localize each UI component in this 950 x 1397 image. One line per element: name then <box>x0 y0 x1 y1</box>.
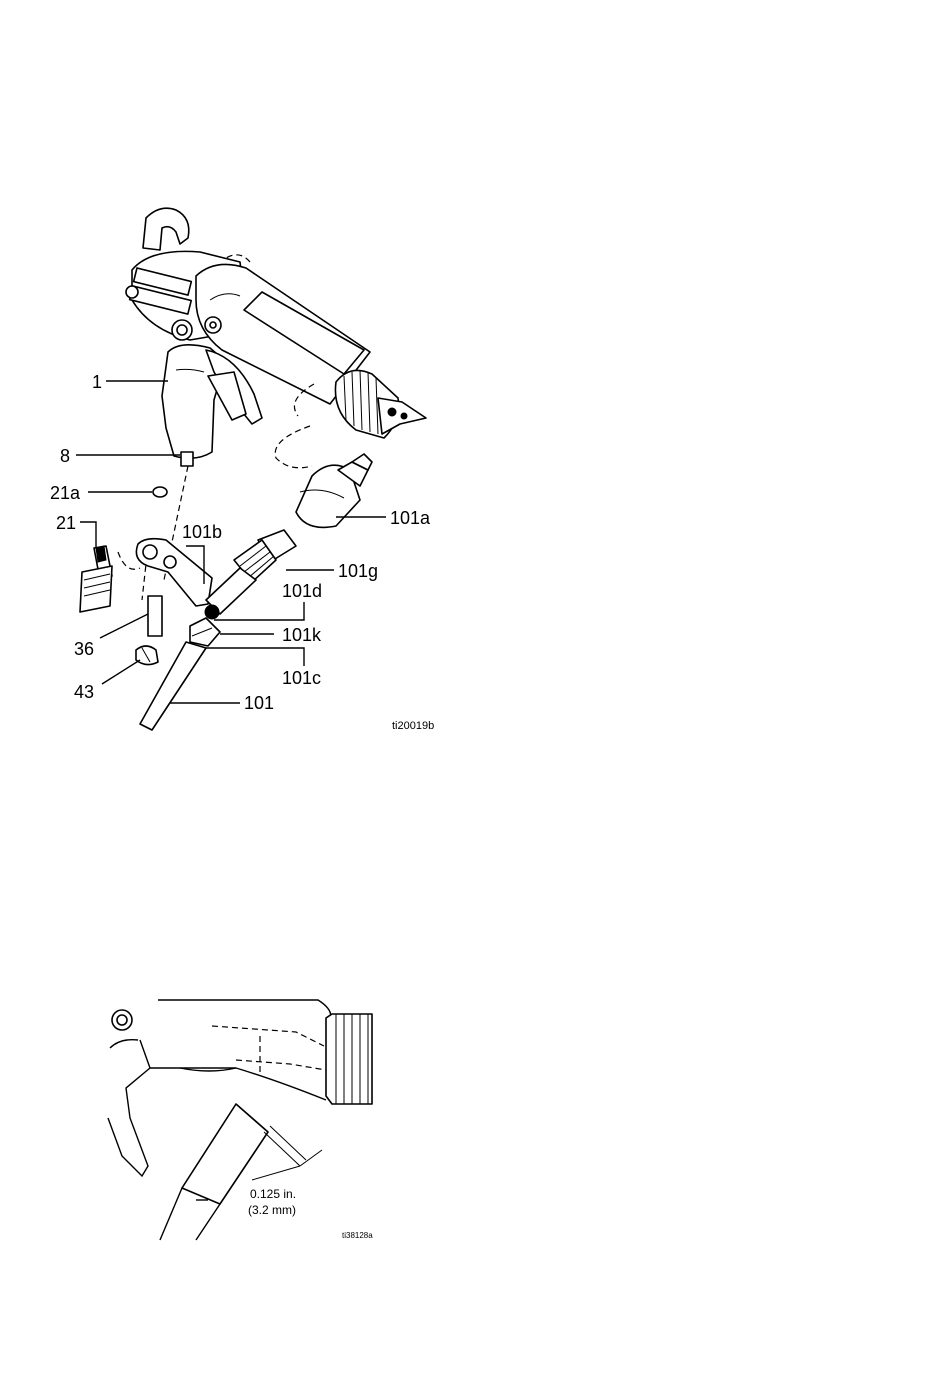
part-21a-o-ring <box>153 487 167 497</box>
dimension-line2: (3.2 mm) <box>248 1203 296 1217</box>
callout-101g: 101g <box>338 561 378 581</box>
dimension-line1: 0.125 in. <box>250 1187 296 1201</box>
callout-101b: 101b <box>182 522 222 542</box>
callout-101c: 101c <box>282 668 321 688</box>
callout-8: 8 <box>60 446 70 466</box>
callout-1: 1 <box>92 372 102 392</box>
part-36-sleeve <box>148 596 162 636</box>
callout-43: 43 <box>74 682 94 702</box>
figure2-reference: ti38128a <box>342 1231 373 1240</box>
closeup-diagram: 0.125 in. (3.2 mm) ti38128a <box>108 1000 373 1240</box>
part-43-cap <box>136 646 158 665</box>
callout-21: 21 <box>56 513 76 533</box>
callout-36: 36 <box>74 639 94 659</box>
part-21-fitting <box>80 546 112 612</box>
leader-lines <box>76 381 386 703</box>
callout-101a: 101a <box>390 508 431 528</box>
callout-21a: 21a <box>50 483 81 503</box>
callout-101k: 101k <box>282 625 322 645</box>
callout-101d: 101d <box>282 581 322 601</box>
part-101g-needle <box>205 530 296 619</box>
figure1-reference: ti20019b <box>392 720 434 732</box>
spray-gun-body <box>126 208 426 466</box>
callout-101: 101 <box>244 693 274 713</box>
